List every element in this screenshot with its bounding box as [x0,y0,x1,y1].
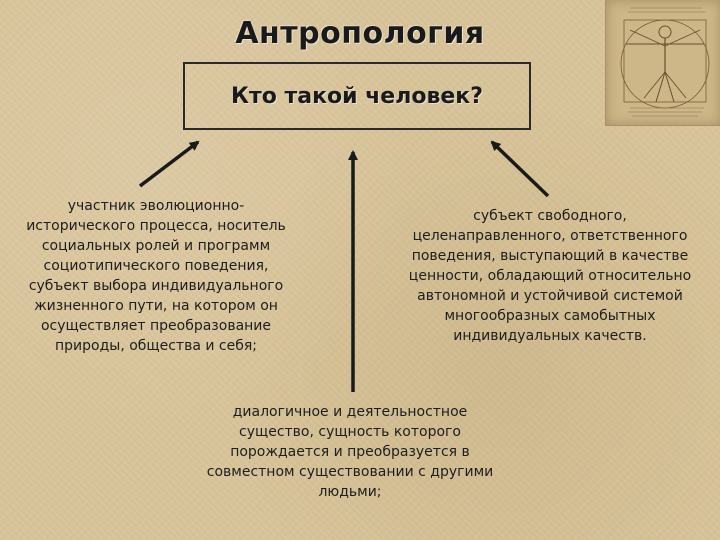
question-box: Кто такой человек? [183,62,531,130]
definition-bottom: диалогичное и деятельностное существо, с… [205,402,495,502]
definition-left: участник эволюционно-исторического проце… [20,196,292,356]
vitruvian-man-sketch [620,7,710,117]
definition-right: субъект свободного, целенаправленного, о… [400,206,700,346]
arrow-right [490,140,550,198]
arrow-left [138,140,200,188]
definition-left-text: участник эволюционно-исторического проце… [26,198,286,354]
question-text: Кто такой человек? [230,83,483,109]
definition-bottom-text: диалогичное и деятельностное существо, с… [206,404,494,500]
vitruvian-man-drawing-icon [605,0,720,126]
slide-title: Антропология [235,16,485,51]
definition-right-text: субъект свободного, целенаправленного, о… [408,208,692,344]
